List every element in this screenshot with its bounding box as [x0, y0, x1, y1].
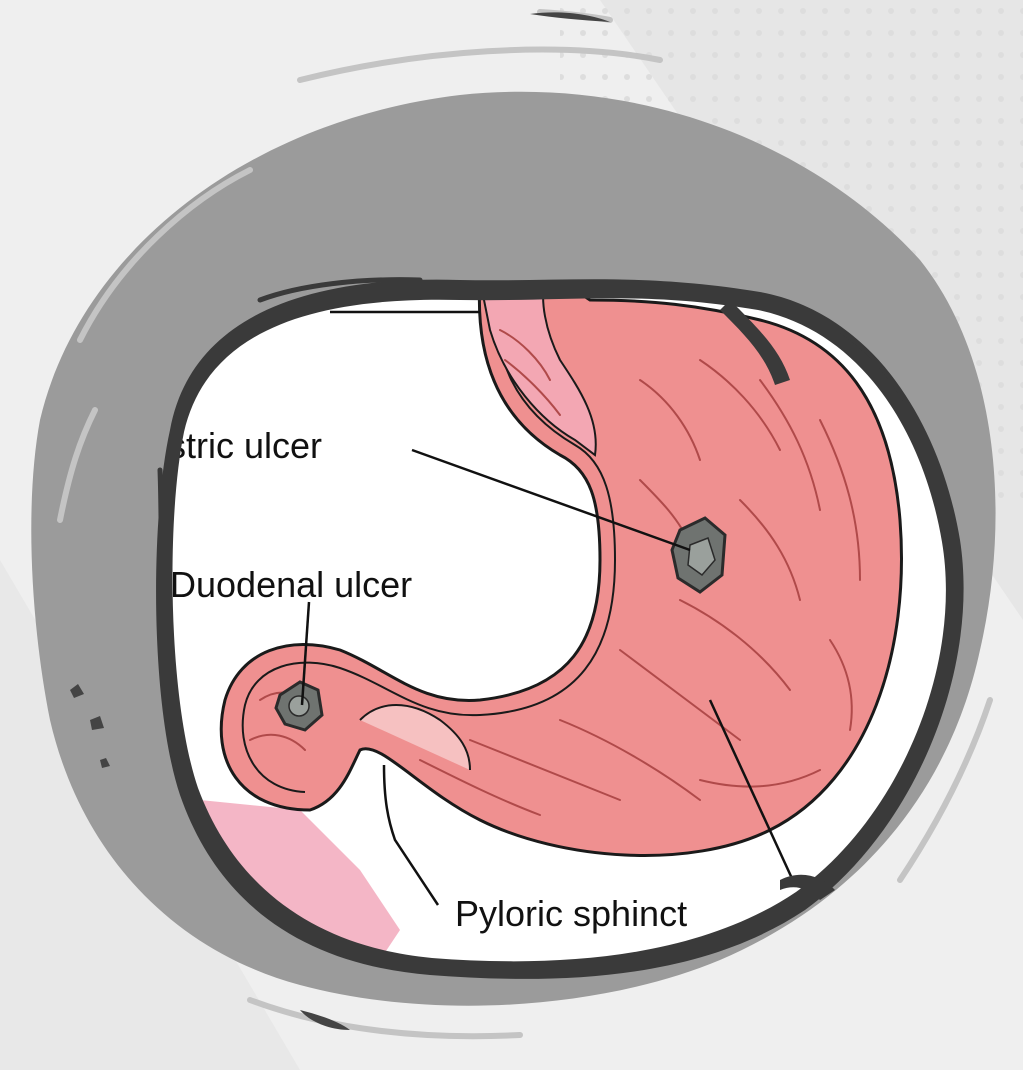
label-gastric-ulcer: stric ulcer	[168, 425, 322, 466]
label-duodenal-ulcer: Duodenal ulcer	[170, 564, 412, 605]
label-pyloric-sphincter: Pyloric sphinct	[455, 893, 687, 934]
